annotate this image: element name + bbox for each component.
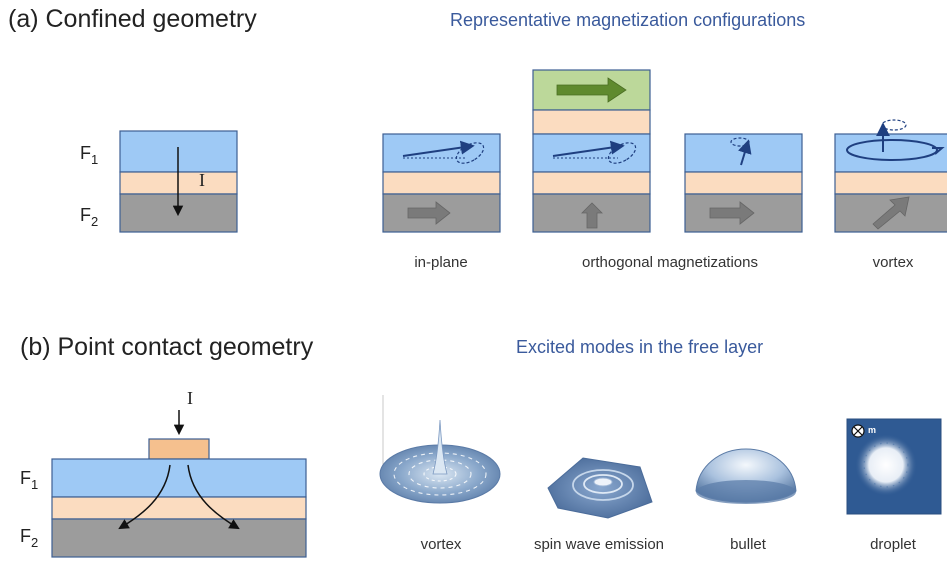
polarizer-arrow-icon	[556, 77, 627, 103]
vortex-circulation-icon	[846, 139, 938, 161]
section-a-subtitle: Representative magnetization configurati…	[450, 10, 806, 30]
caption-in-plane: in-plane	[414, 254, 468, 271]
current-label: I	[199, 170, 205, 190]
free-layer-f1	[51, 458, 307, 498]
fixed-layer-f2	[51, 518, 307, 558]
config-vortex	[834, 119, 947, 233]
droplet-m-label: m	[868, 425, 876, 435]
layer-label-f2: F2	[80, 205, 99, 229]
config-orthogonal	[532, 69, 651, 233]
caption-orthogonal: orthogonal magnetizations	[582, 254, 758, 271]
magnetization-arrow	[402, 140, 475, 157]
fixed-magnetization-arrow-icon	[709, 201, 755, 225]
layer-label-f1: F1	[80, 143, 99, 167]
fixed-magnetization-arrow-icon	[407, 201, 451, 225]
section-b-subtitle: Excited modes in the free layer	[516, 337, 764, 357]
precession-orbit-icon	[607, 142, 637, 164]
mode-vortex	[379, 395, 501, 504]
config-orthogonal-2	[684, 133, 803, 233]
point-contact-stack	[51, 410, 307, 558]
fixed-magnetization-arrow-icon	[872, 196, 910, 230]
mode-droplet: m	[846, 418, 942, 515]
cross-in-circle-icon	[851, 424, 865, 438]
layer-label-f1: F1	[20, 468, 39, 492]
curved-current-arrows-icon	[118, 464, 171, 530]
caption-bullet: bullet	[730, 536, 766, 553]
caption-droplet: droplet	[870, 536, 916, 553]
magnetization-arrow	[738, 139, 752, 166]
fixed-magnetization-arrow-icon	[581, 202, 603, 229]
current-label: I	[187, 388, 193, 408]
layer-label-f2: F2	[20, 526, 39, 550]
section-a-title: (a) Confined geometry	[8, 5, 257, 33]
caption-vortex: vortex	[872, 254, 914, 271]
vortex-core-peak	[432, 419, 448, 475]
mode-bullet	[695, 448, 797, 504]
curved-current-arrows-icon	[187, 464, 240, 530]
precession-orbit-icon	[881, 119, 907, 131]
point-contact	[148, 438, 210, 460]
config-in-plane	[382, 133, 501, 233]
confined-stack	[119, 130, 238, 233]
spacer-layer	[51, 496, 307, 520]
caption-spin-wave: spin wave emission	[533, 536, 665, 553]
caption-mode-vortex: vortex	[420, 536, 462, 553]
section-b-title: (b) Point contact geometry	[20, 333, 314, 361]
mode-spin-wave	[547, 457, 653, 519]
precession-orbit-icon	[455, 142, 485, 164]
